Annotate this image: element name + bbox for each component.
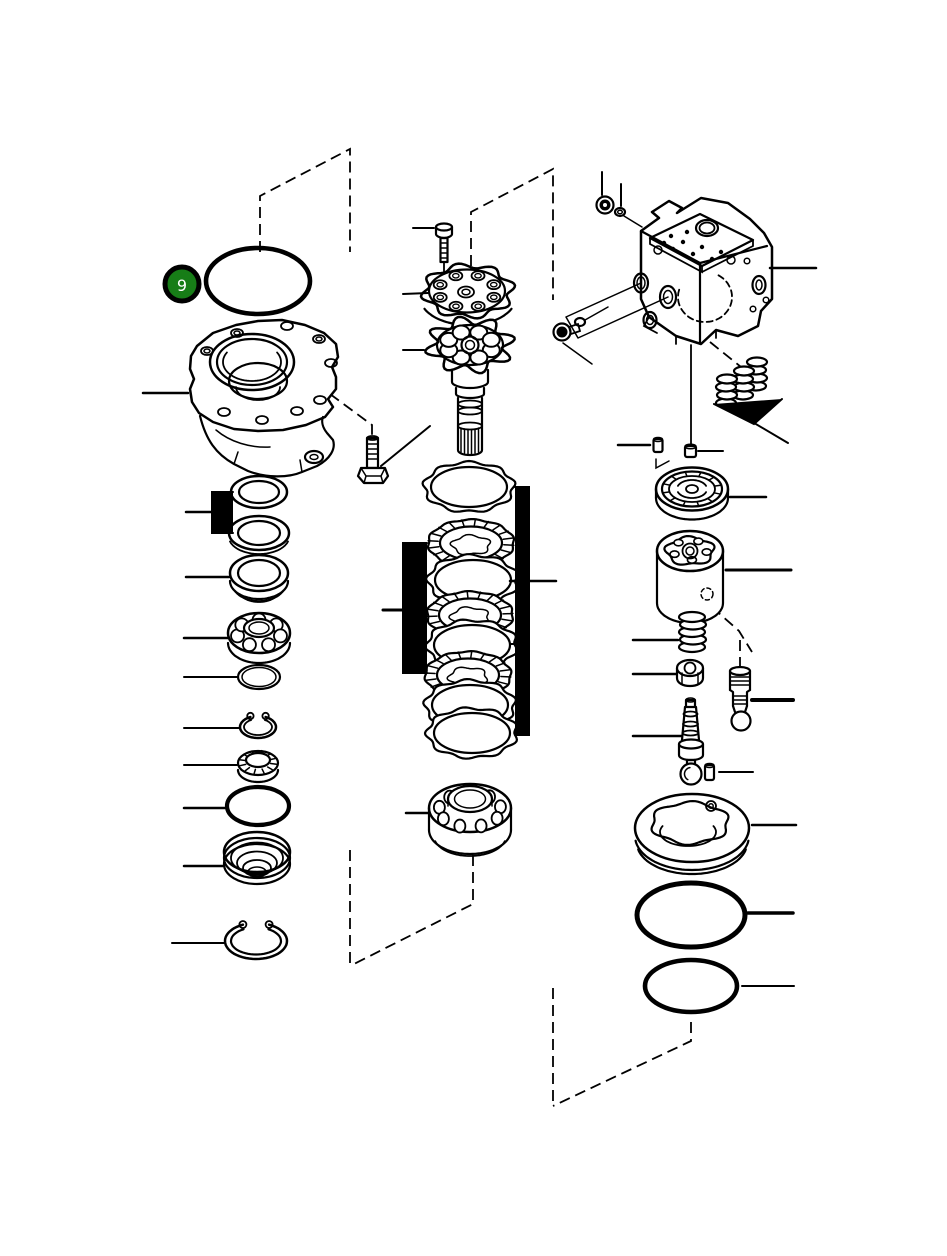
brake-plate-stack: [381, 459, 558, 760]
case-flange-housing: [141, 318, 340, 478]
o-ring-small-bottom: [642, 957, 795, 1015]
bracket-washers: [211, 491, 234, 534]
spring-cluster: [713, 356, 789, 444]
pin-1: [616, 436, 670, 470]
drive-gear-shaft: [402, 315, 516, 457]
callout-badge-9[interactable]: 9: [162, 264, 202, 304]
leader-springs: [743, 416, 789, 444]
o-ring-large-top: [203, 245, 313, 317]
top-face-holes: [653, 229, 736, 265]
o-ring-plug-top: [613, 183, 643, 228]
end-plate: [402, 262, 517, 327]
leader-bolt: [380, 425, 431, 467]
o-ring-large-bottom: [634, 880, 795, 950]
construction-lines: [259, 147, 753, 1107]
right-face-details: [743, 257, 770, 313]
pin-2: [683, 443, 724, 459]
badge-number: 9: [177, 276, 187, 295]
o-ring-plug-side: [573, 316, 587, 328]
roller-bearing-small: [183, 749, 280, 784]
spring: [631, 610, 708, 654]
ball-bearing: [182, 611, 292, 665]
plug-top: [595, 171, 615, 215]
bracket-friction-discs: [402, 542, 428, 674]
snap-ring-large: [171, 920, 289, 961]
cylinder-block: [655, 529, 793, 625]
socket-bolt: [412, 222, 454, 264]
dowel-pin: [703, 762, 754, 782]
section-plane-lines: [565, 282, 669, 339]
port-bosses: [632, 272, 678, 330]
bolt-holes: [200, 321, 338, 425]
plug-side: [552, 282, 669, 365]
hex-bolt: [356, 425, 431, 485]
seal-cone-stack: [182, 830, 292, 886]
shim-washer-pair: [184, 474, 291, 555]
roller-bearing-large: [404, 782, 513, 857]
motor-valve-body: [632, 196, 818, 346]
piston-with-rings: [728, 665, 795, 732]
o-ring-mid: [182, 784, 292, 828]
oil-seal: [184, 553, 290, 603]
swash-thrust-plate: [633, 792, 798, 876]
bracket-separator-plates: [514, 486, 530, 736]
backup-ring: [183, 663, 282, 691]
valve-plate: [654, 466, 768, 521]
snap-ring-small: [183, 711, 278, 740]
leader-end-plate: [402, 292, 429, 295]
piston-assembly: [631, 697, 705, 786]
nut-collar: [631, 658, 705, 688]
